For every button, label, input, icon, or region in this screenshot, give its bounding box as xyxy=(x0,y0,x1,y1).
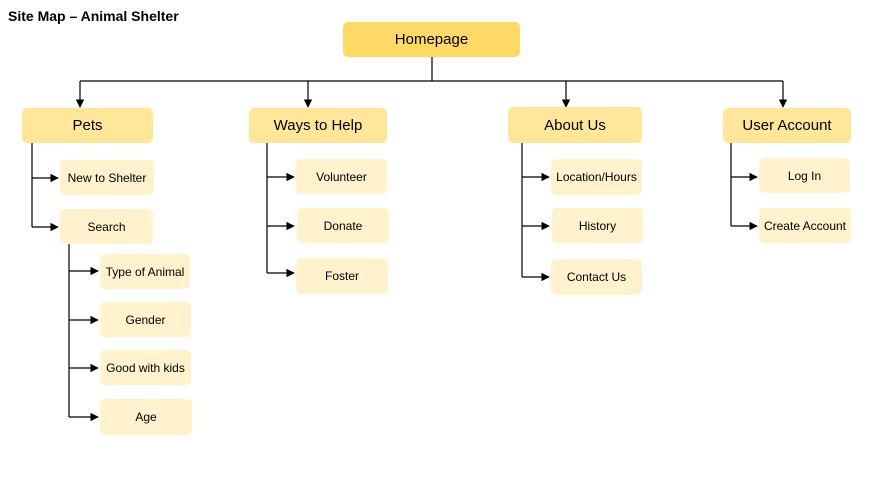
section-about-us-node[interactable]: About Us xyxy=(508,107,642,143)
page-gender-node[interactable]: Gender xyxy=(100,302,191,337)
page-title: Site Map – Animal Shelter xyxy=(8,8,179,24)
page-foster-node[interactable]: Foster xyxy=(296,258,388,294)
page-history-node[interactable]: History xyxy=(552,208,643,243)
page-new-to-shelter-node[interactable]: New to Shelter xyxy=(60,160,154,195)
page-donate-node[interactable]: Donate xyxy=(297,208,389,243)
page-type-of-animal-node[interactable]: Type of Animal xyxy=(100,254,190,289)
section-ways-to-help-node[interactable]: Ways to Help xyxy=(249,108,387,143)
section-user-account-node[interactable]: User Account xyxy=(723,108,851,143)
page-search-node[interactable]: Search xyxy=(60,209,153,244)
page-contact-us-node[interactable]: Contact Us xyxy=(551,259,642,295)
section-pets-node[interactable]: Pets xyxy=(22,108,153,143)
page-log-in-node[interactable]: Log In xyxy=(759,158,850,193)
page-location-hours-node[interactable]: Location/Hours xyxy=(551,159,642,195)
page-good-with-kids-node[interactable]: Good with kids xyxy=(100,350,191,385)
page-volunteer-node[interactable]: Volunteer xyxy=(296,159,387,194)
page-age-node[interactable]: Age xyxy=(100,399,192,435)
page-create-account-node[interactable]: Create Account xyxy=(759,208,851,243)
homepage-node[interactable]: Homepage xyxy=(343,22,520,57)
